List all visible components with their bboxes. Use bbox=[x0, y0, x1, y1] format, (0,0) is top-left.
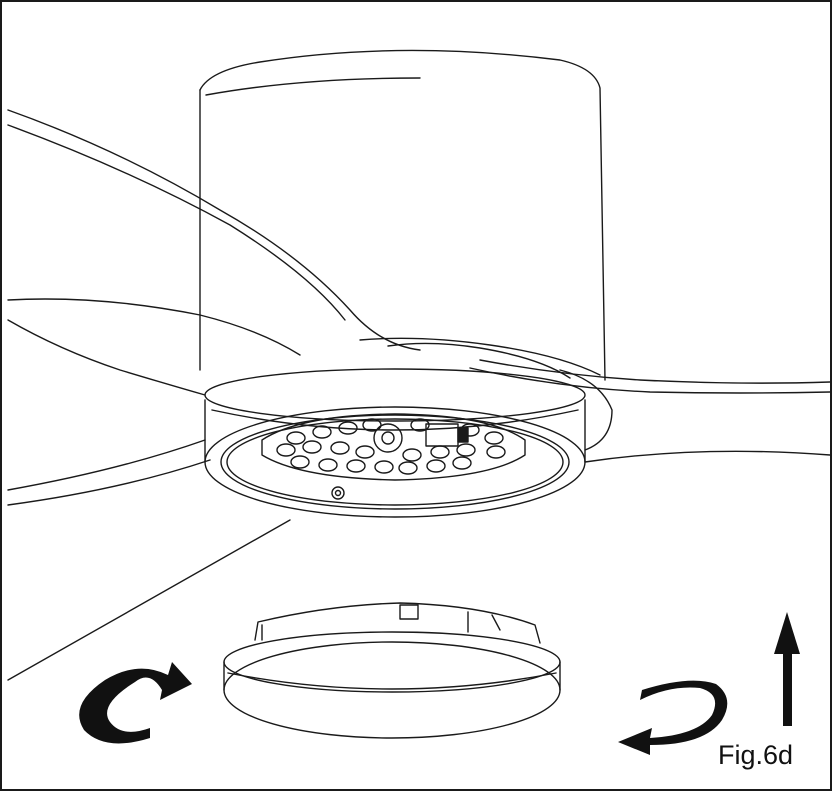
figure-label: Fig.6d bbox=[718, 740, 794, 770]
fan-blade-left-upper bbox=[7, 109, 421, 356]
light-cover bbox=[223, 602, 561, 739]
side-screw-hole bbox=[331, 486, 345, 500]
led-board bbox=[261, 413, 526, 481]
up-arrow-icon bbox=[774, 612, 800, 726]
fan-blade-right bbox=[469, 359, 831, 463]
led-base-ring bbox=[204, 368, 586, 518]
led-beads bbox=[276, 418, 506, 475]
motor-housing bbox=[199, 49, 606, 381]
rotate-clockwise-arrow-icon bbox=[618, 680, 728, 755]
fan-blade-left-lower bbox=[7, 319, 291, 681]
rotate-counterclockwise-arrow-icon bbox=[79, 662, 192, 744]
mounting-collar bbox=[359, 337, 601, 379]
